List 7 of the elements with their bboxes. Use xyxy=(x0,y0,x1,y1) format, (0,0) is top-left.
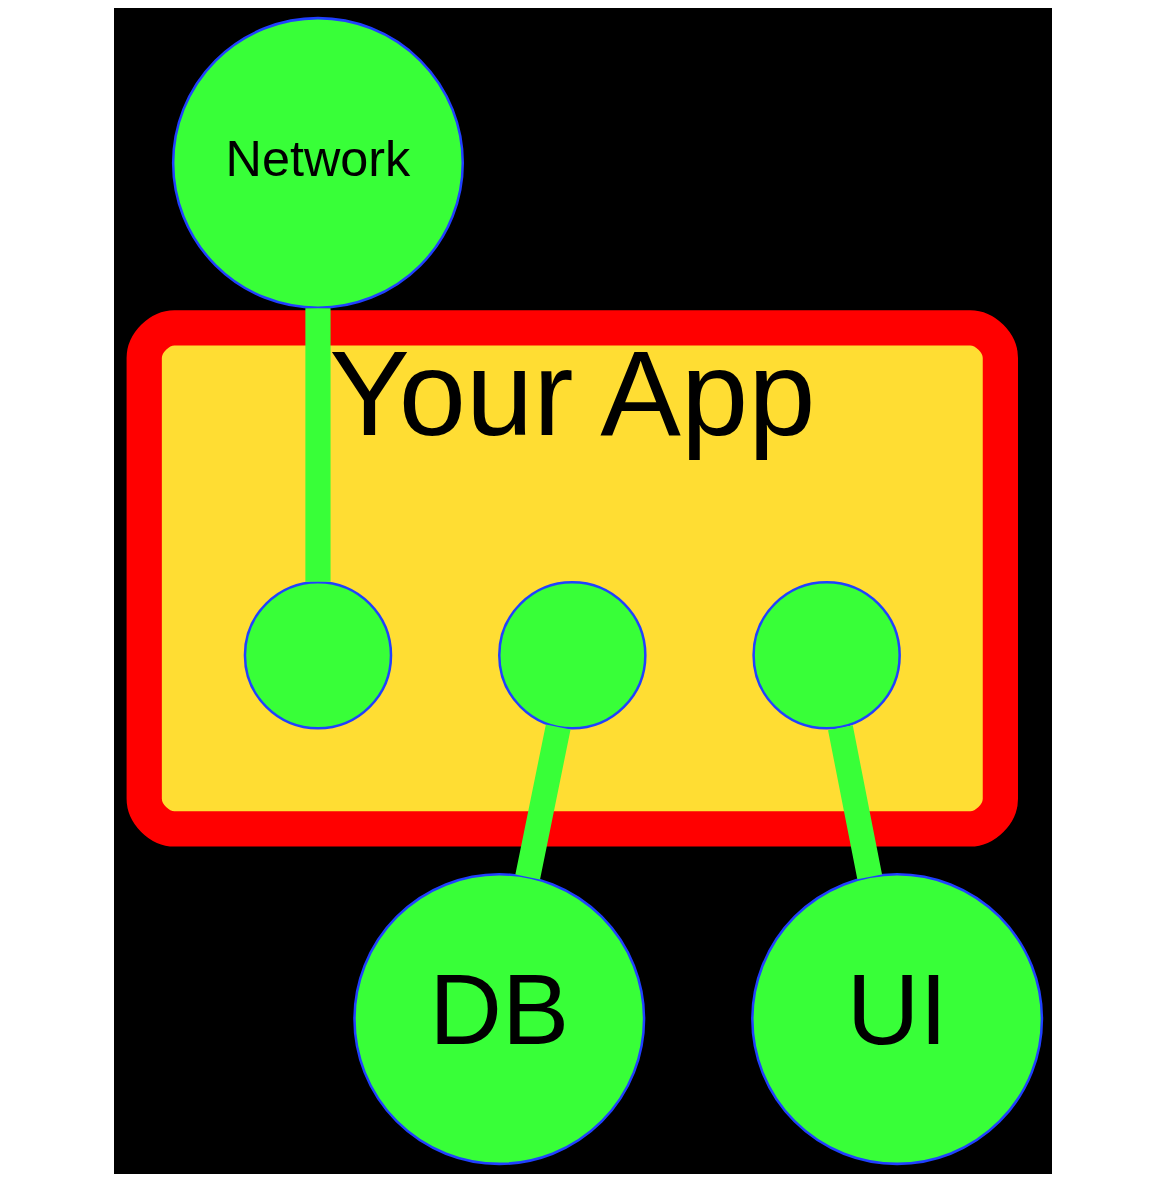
node-circle: Network xyxy=(171,16,464,309)
node-circle: UI xyxy=(751,873,1044,1166)
connector xyxy=(305,308,331,582)
node-circle xyxy=(498,580,647,730)
node-circle xyxy=(752,580,901,730)
node-circle: DB xyxy=(353,873,646,1166)
node-circle xyxy=(243,580,393,730)
